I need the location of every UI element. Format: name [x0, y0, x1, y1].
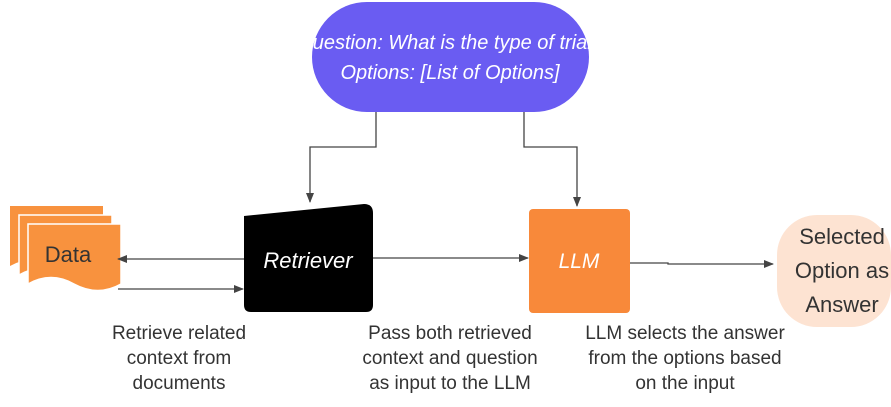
question-text: Question: What is the type of trial? — [297, 32, 604, 54]
answer-line-1: Selected — [799, 224, 885, 249]
data-label: Data — [45, 242, 92, 267]
llm-label: LLM — [559, 250, 600, 273]
answer-line-3: Answer — [805, 292, 878, 317]
retriever-label: Retriever — [263, 248, 354, 273]
options-text: Options: [List of Options] — [341, 62, 560, 84]
question-to-retriever-connector — [306, 112, 377, 203]
question-to-llm-connector — [523, 112, 581, 207]
llm-to-answer-connector — [630, 260, 774, 268]
data-documents-node — [10, 206, 122, 292]
answer-line-2: Option as — [795, 258, 889, 283]
answer-node — [777, 215, 891, 327]
llm-node — [529, 209, 630, 313]
pass-caption: Pass both retrieved context and question… — [362, 323, 538, 394]
retrieve-caption: Retrieve related context from documents — [111, 323, 247, 394]
retriever-node — [244, 204, 373, 312]
select-caption: LLM selects the answer from the options … — [585, 323, 785, 394]
question-node — [312, 2, 589, 112]
